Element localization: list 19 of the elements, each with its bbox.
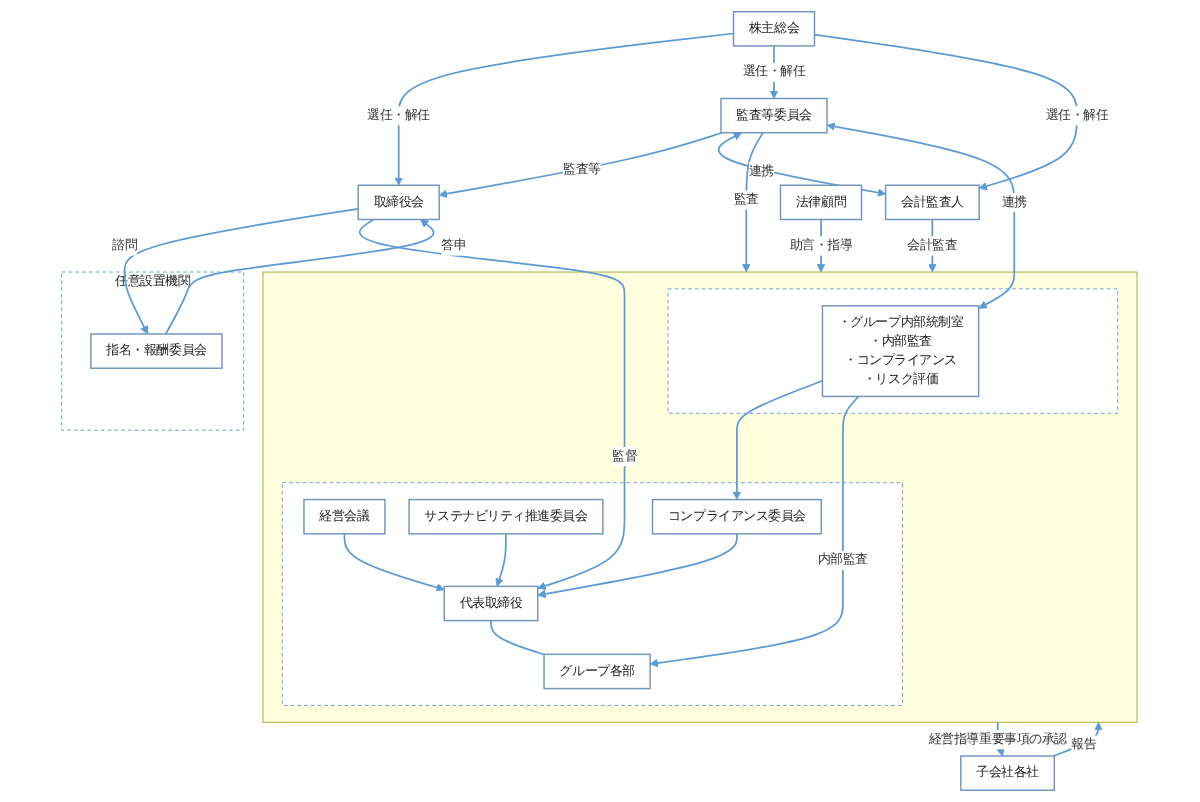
arrow [1053, 721, 1104, 757]
arrow [718, 132, 887, 197]
arrow [733, 379, 824, 500]
arrow [650, 395, 861, 668]
cluster [263, 271, 1139, 723]
arrow [344, 532, 446, 592]
cluster [668, 288, 1119, 414]
cluster [282, 482, 904, 706]
arrow [827, 122, 1016, 309]
arrow [814, 33, 1079, 191]
connector [490, 619, 546, 656]
arrow [124, 207, 360, 335]
arrow [742, 131, 765, 273]
arrow [496, 532, 508, 587]
arrow [439, 131, 724, 198]
arrow [538, 532, 739, 599]
arrow [359, 218, 627, 590]
arrow [395, 32, 735, 186]
arrow [165, 219, 436, 335]
